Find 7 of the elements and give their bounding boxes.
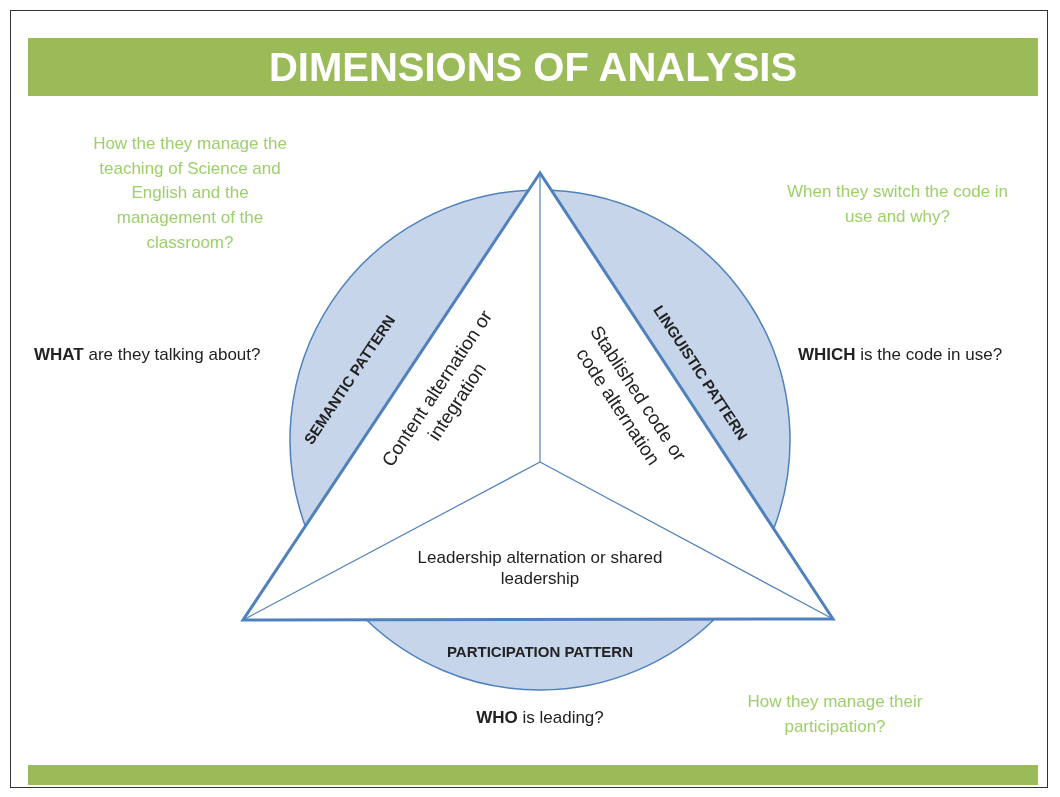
dimension-question: WHO is leading? (475, 707, 605, 729)
region-label: Leadership alternation or shared leadership (410, 546, 670, 590)
dimension-question: WHICH is the code in use? (798, 344, 1004, 366)
guiding-question: When they switch the code in use and why? (785, 181, 1010, 228)
guiding-question: How they manage their participation? (746, 691, 924, 738)
guiding-question: How the they manage the teaching of Science and English and the management of the classroom? (92, 133, 288, 254)
title-banner: DIMENSIONS OF ANALYSIS (28, 38, 1038, 96)
